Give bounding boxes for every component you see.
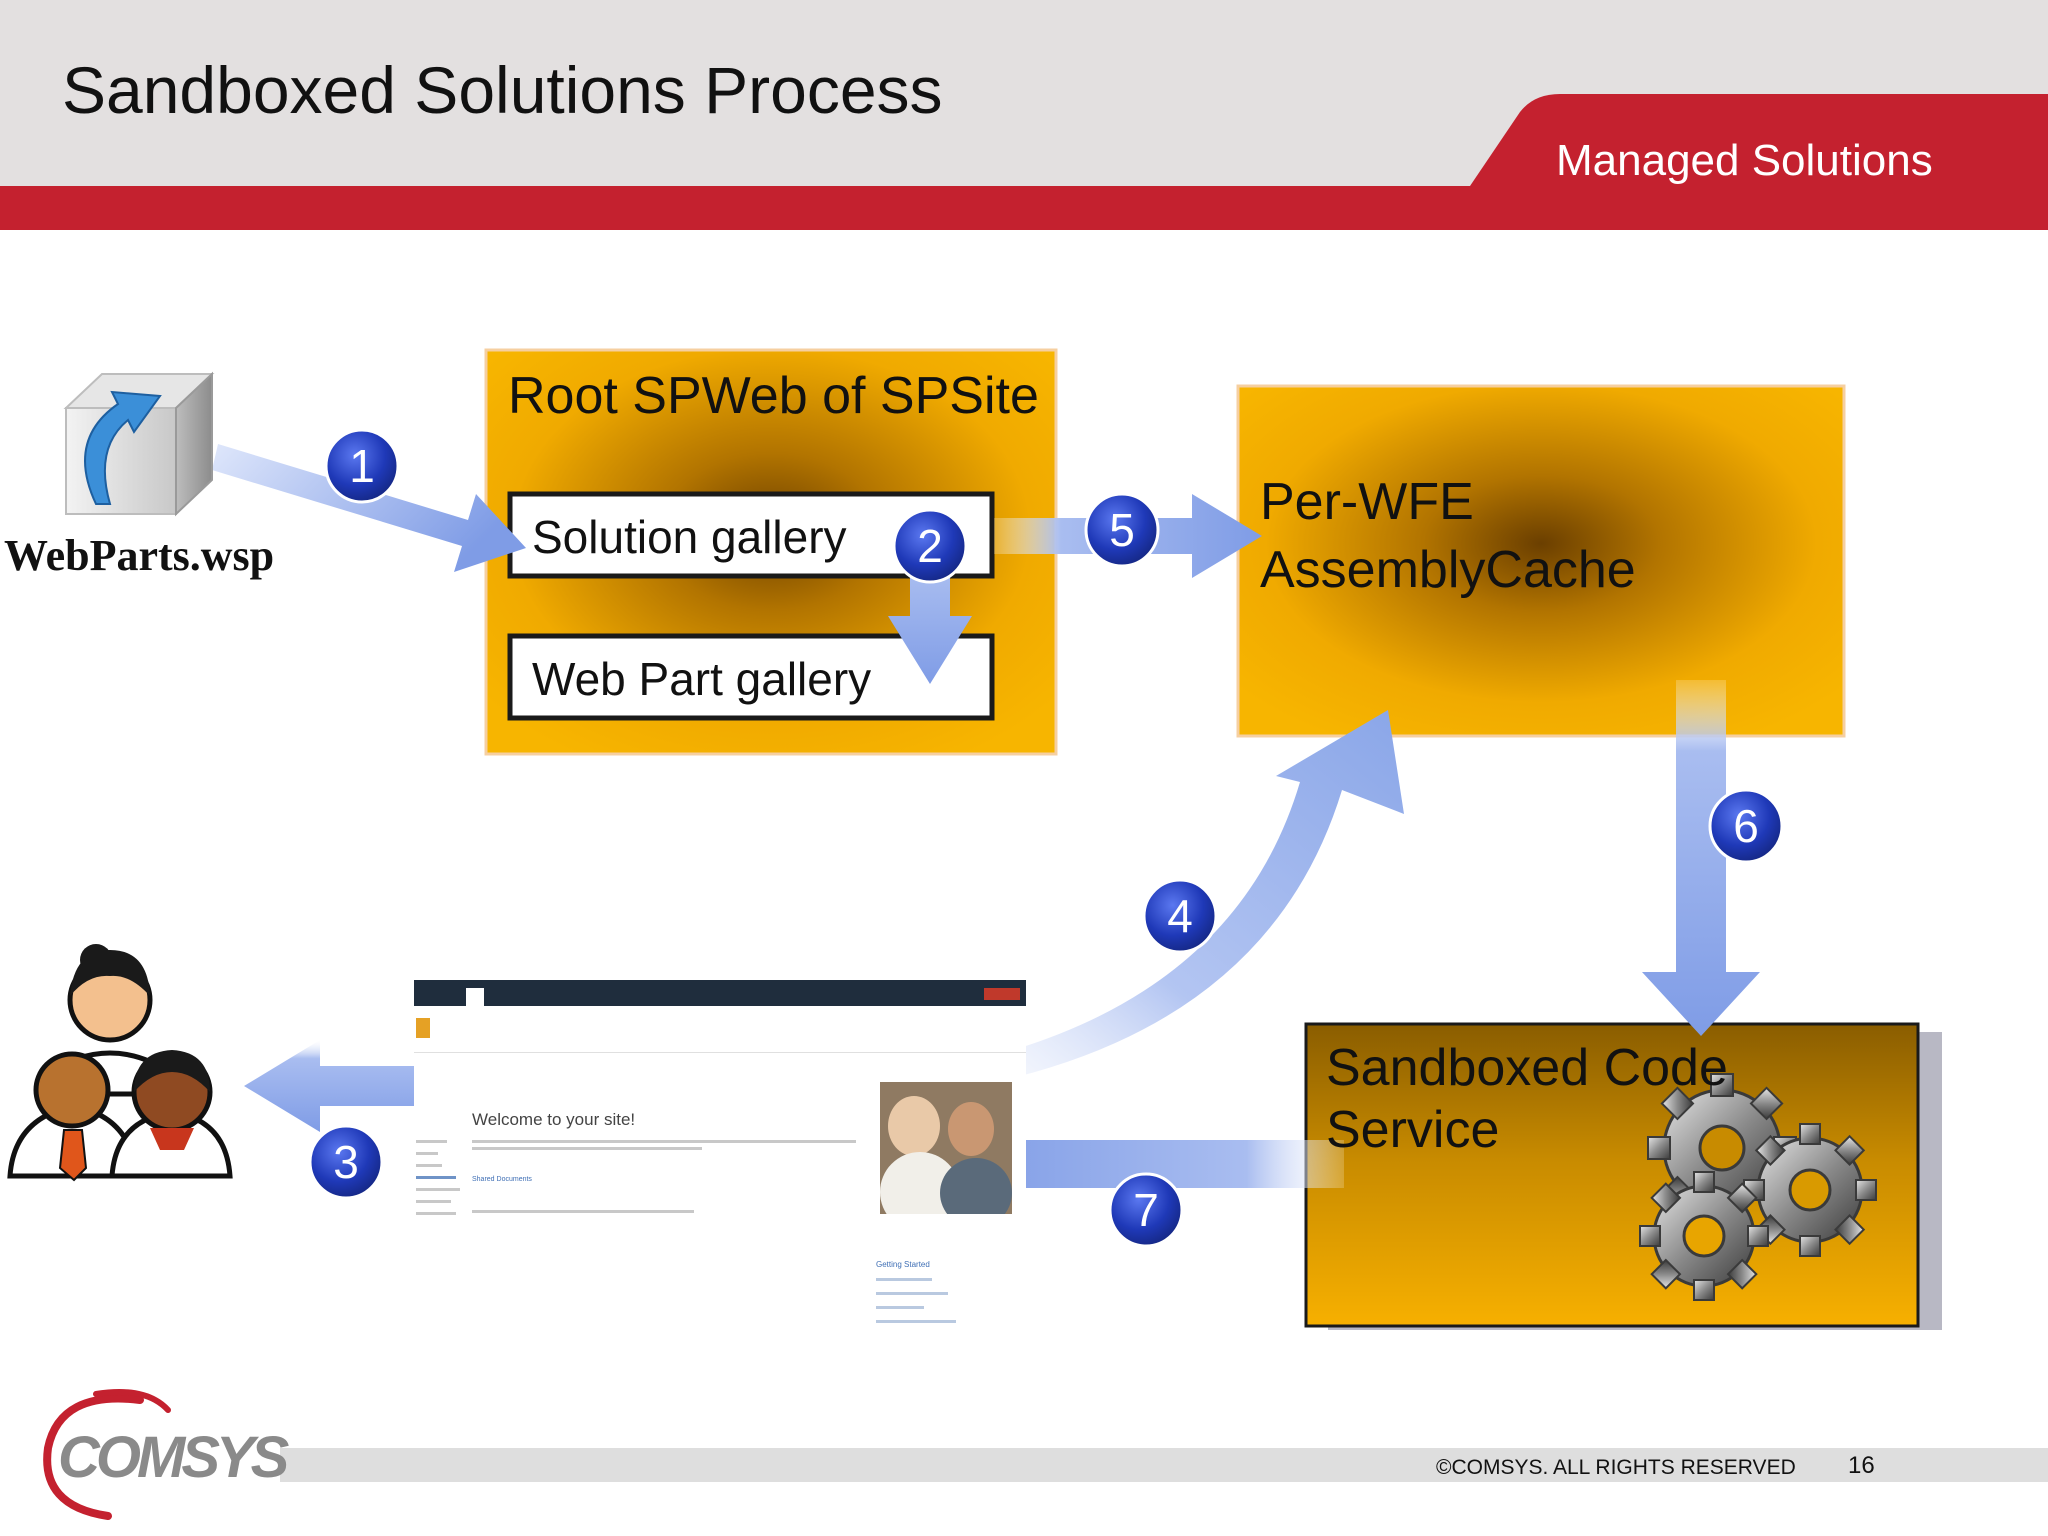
sandbox-box-title-line2: Service bbox=[1326, 1101, 1500, 1159]
page-number: 16 bbox=[1848, 1452, 1875, 1479]
users-group-icon bbox=[7, 944, 233, 1182]
section-tab bbox=[1470, 94, 2048, 186]
cache-box-title-line1: Per-WFE bbox=[1260, 473, 1474, 531]
arrow-step-1 bbox=[212, 444, 526, 572]
arrow-step-4 bbox=[920, 710, 1404, 1094]
site-divider bbox=[414, 1052, 1026, 1053]
step-number-7: 7 bbox=[1133, 1184, 1159, 1236]
site-people-photo bbox=[880, 1082, 1012, 1214]
step-badge-2 bbox=[892, 508, 968, 584]
site-getting-started: Getting Started bbox=[876, 1260, 930, 1269]
gears-icon bbox=[1639, 1073, 1877, 1301]
step-number-5: 5 bbox=[1109, 504, 1135, 556]
step-number-6: 6 bbox=[1733, 800, 1759, 852]
header-red-bar bbox=[0, 186, 2048, 230]
step-badge-6 bbox=[1708, 788, 1784, 864]
step-number-4: 4 bbox=[1167, 890, 1193, 942]
sharepoint-site-screenshot: Welcome to your site! Shared Documents G… bbox=[414, 980, 1026, 1332]
cache-box-title-line2: AssemblyCache bbox=[1260, 541, 1636, 599]
step-badge-5 bbox=[1084, 492, 1160, 568]
footer-band bbox=[280, 1448, 2048, 1482]
site-feedback-button bbox=[984, 988, 1020, 1000]
section-label: Managed Solutions bbox=[1556, 136, 1933, 185]
site-getting-started-items bbox=[876, 1278, 956, 1332]
step-number-3: 3 bbox=[333, 1136, 359, 1188]
arrow-step-7 bbox=[954, 1112, 1344, 1216]
step-number-2: 2 bbox=[917, 520, 943, 572]
comsys-logo-text: COMSYS bbox=[58, 1425, 289, 1490]
step-badge-4 bbox=[1142, 878, 1218, 954]
site-logo-icon bbox=[416, 1018, 430, 1038]
site-intro-text bbox=[472, 1140, 856, 1158]
arrow-step-6 bbox=[1642, 680, 1760, 1036]
site-quick-launch bbox=[416, 1140, 460, 1224]
step-badge-1 bbox=[324, 428, 400, 504]
arrow-step-2 bbox=[888, 544, 972, 684]
comsys-logo bbox=[43, 1389, 171, 1520]
root-box-title: Root SPWeb of SPSite bbox=[508, 367, 1039, 425]
site-top-bar bbox=[414, 980, 1026, 1006]
slide-title: Sandboxed Solutions Process bbox=[62, 53, 943, 127]
site-empty-list bbox=[472, 1210, 694, 1213]
step-badge-7 bbox=[1108, 1172, 1184, 1248]
footer-copyright: ©COMSYS. ALL RIGHTS RESERVED bbox=[1436, 1456, 1796, 1479]
sandbox-box-title-line1: Sandboxed Code bbox=[1326, 1039, 1728, 1097]
site-welcome-heading: Welcome to your site! bbox=[472, 1110, 636, 1129]
assembly-cache-box bbox=[1236, 384, 1846, 738]
solution-gallery-label: Solution gallery bbox=[532, 511, 847, 563]
step-number-1: 1 bbox=[349, 440, 375, 492]
site-shared-documents-link: Shared Documents bbox=[472, 1176, 532, 1183]
step-badge-3 bbox=[308, 1124, 384, 1200]
package-label: WebParts.wsp bbox=[4, 531, 275, 580]
package-cube-icon bbox=[63, 371, 215, 517]
webpart-gallery-label: Web Part gallery bbox=[532, 653, 872, 705]
site-tab bbox=[466, 988, 484, 1006]
